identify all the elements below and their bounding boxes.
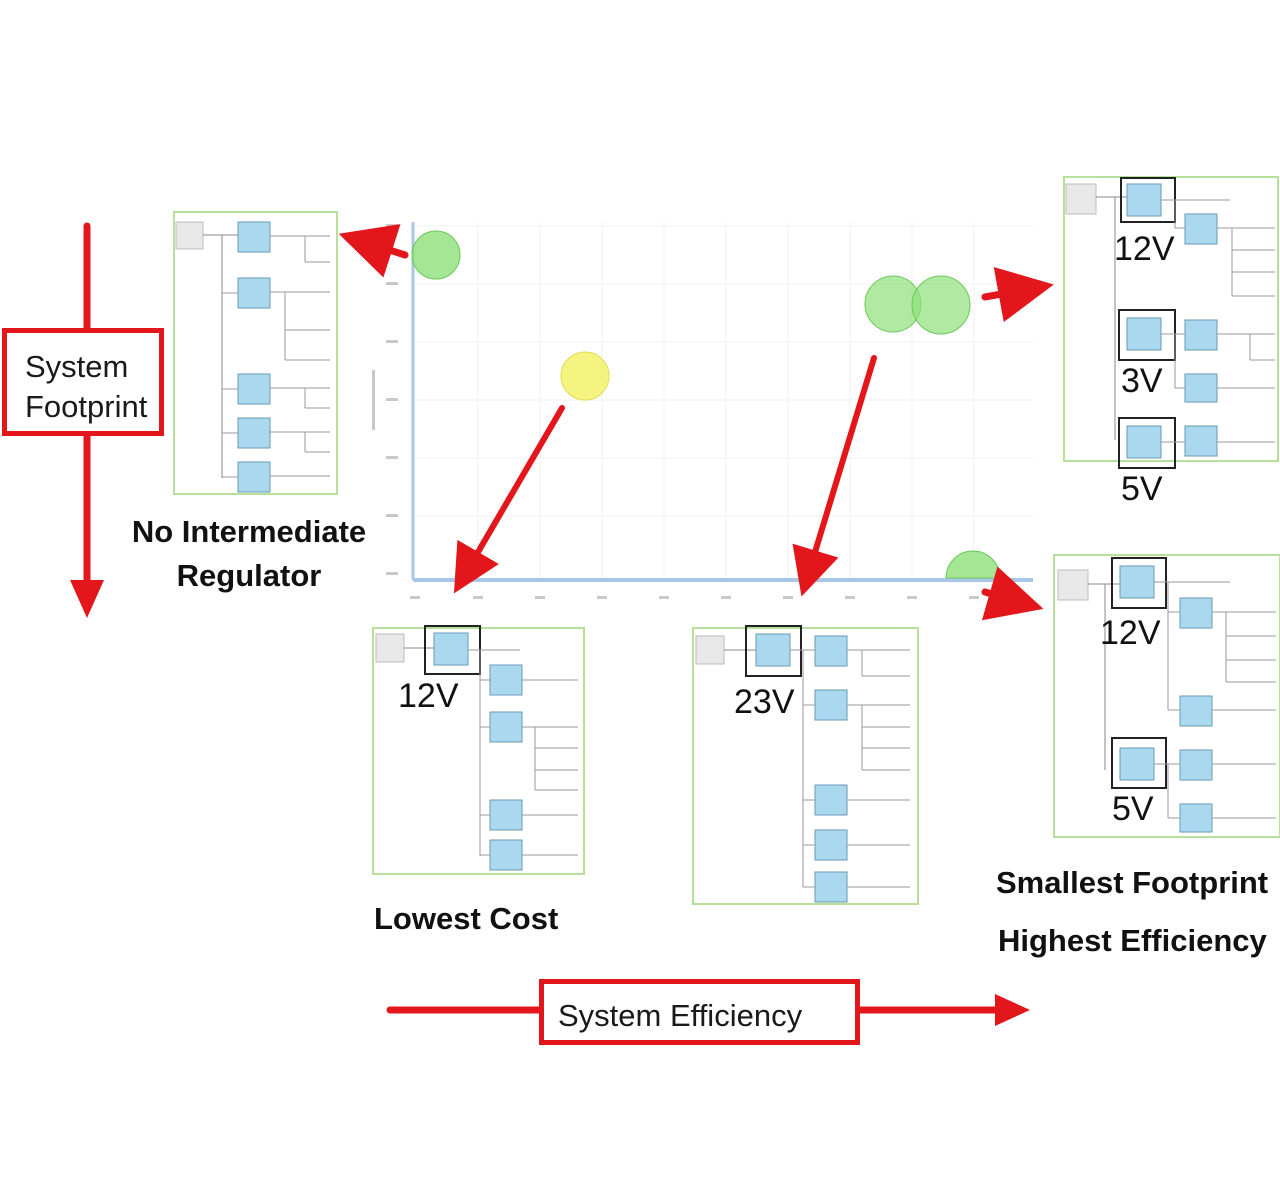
arrow-to-bottom-right [981, 566, 1044, 621]
voltage-bottom-right-5v: 5V [1112, 790, 1154, 828]
system-efficiency-text: System Efficiency [558, 998, 803, 1033]
arrow-to-no-intermediate [338, 224, 409, 278]
schematic-no-intermediate [173, 211, 338, 495]
caption-smallest-footprint: Smallest Footprint [996, 865, 1269, 900]
arrow-to-lowest-cost [453, 405, 565, 594]
schematic-23v [692, 625, 919, 905]
caption-no-intermediate: No Intermediate Regulator [124, 510, 374, 598]
bubble-no-intermediate [411, 230, 461, 280]
voltage-top-right-3v: 3V [1121, 362, 1163, 400]
caption-lowest-cost: Lowest Cost [374, 901, 559, 936]
bubble-12v-3v-5v [911, 275, 971, 335]
voltage-middle-23v: 23V [734, 683, 795, 721]
system-footprint-label: System Footprint [2, 328, 164, 436]
caption-no-intermediate-line1: No Intermediate [131, 514, 367, 549]
schematic-panels [173, 176, 1280, 905]
system-efficiency-label: System Efficiency [539, 979, 860, 1045]
voltage-top-right-5v: 5V [1121, 470, 1163, 508]
bubble-lowest-cost [560, 351, 610, 401]
arrow-to-top-right [981, 266, 1054, 323]
voltage-top-right-12v: 12V [1114, 230, 1175, 268]
caption-highest-efficiency: Highest Efficiency [998, 923, 1267, 958]
schematic-lowest-cost [372, 625, 585, 875]
voltage-lowest-cost-12v: 12V [398, 677, 459, 715]
system-footprint-line1: System [25, 349, 129, 384]
voltage-bottom-right-12v: 12V [1100, 614, 1161, 652]
efficiency-arrow-head [995, 994, 1030, 1026]
system-footprint-line2: Footprint [25, 389, 148, 424]
caption-no-intermediate-line2: Regulator [176, 558, 322, 593]
tradeoff-plot [372, 222, 1033, 599]
footprint-arrow-head [70, 580, 104, 618]
arrow-to-23v [792, 355, 877, 597]
schematic-bottom-right [1053, 554, 1280, 838]
schematic-top-right [1063, 176, 1279, 469]
